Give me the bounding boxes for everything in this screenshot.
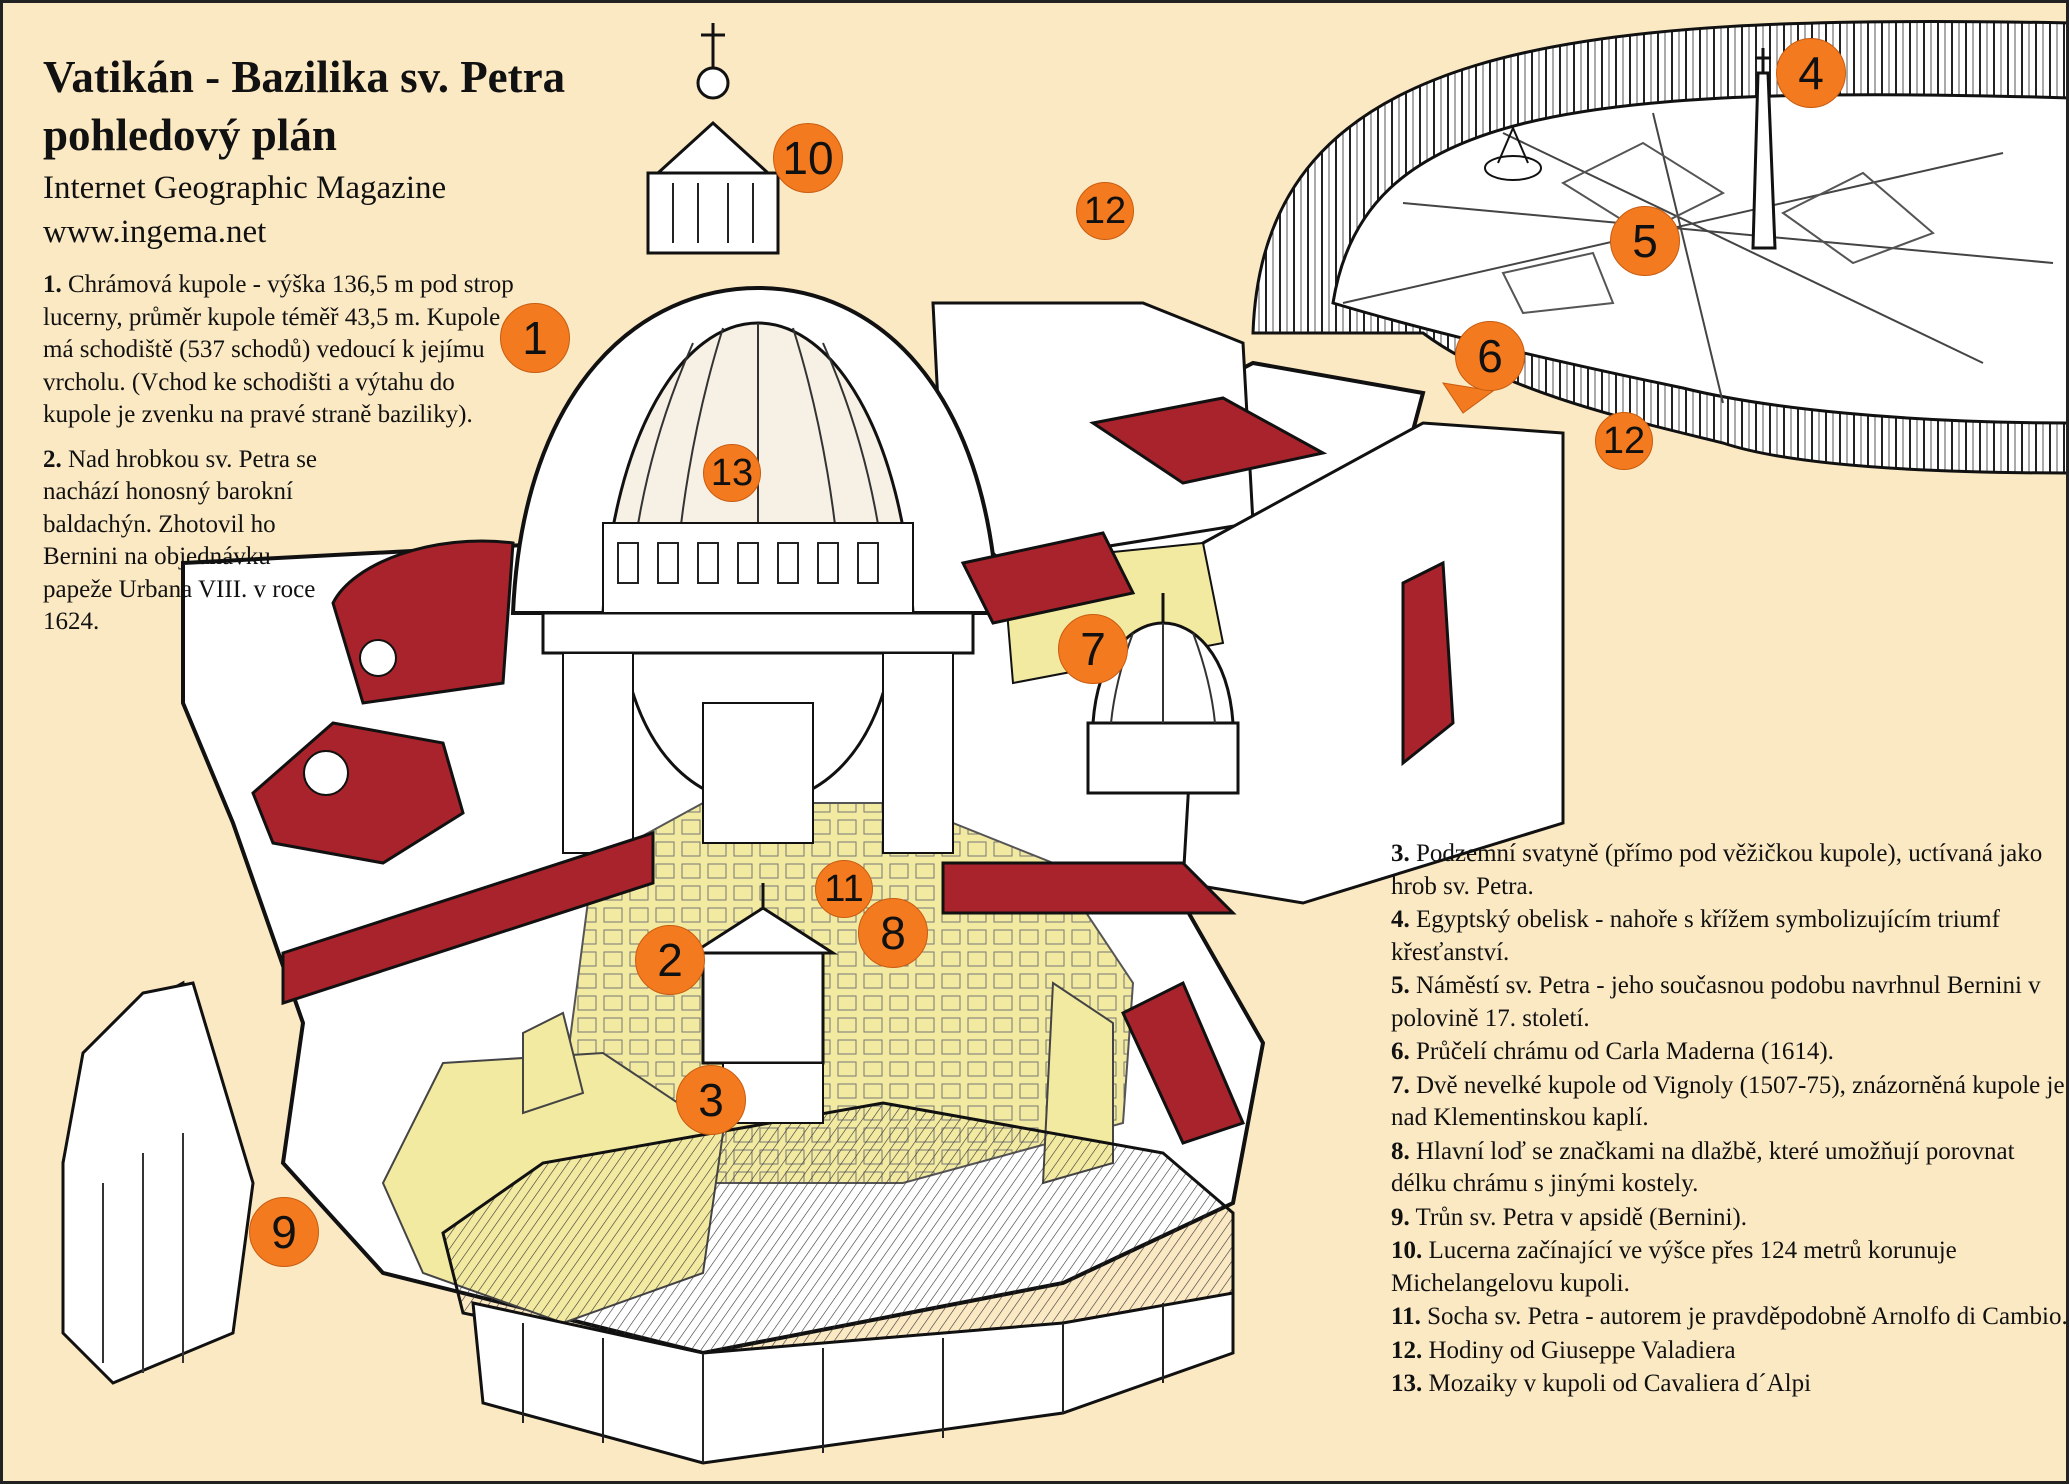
website-link[interactable]: www.ingema.net [43, 214, 267, 250]
legend-item: 10. Lucerna začínající ve výšce přes 124… [1391, 1237, 1957, 1297]
map-subtitle: pohledový plán [43, 110, 337, 160]
legend-item: 12. Hodiny od Giuseppe Valadiera [1391, 1336, 1736, 1364]
main-dome [510, 285, 1001, 854]
basilica-illustration [61, 19, 2066, 1465]
marker-8[interactable]: 8 [858, 898, 928, 968]
marker-9[interactable]: 9 [249, 1197, 319, 1267]
legend-left: 1. Chrámová kupole - výška 136,5 m pod s… [43, 269, 523, 639]
marker-12-clock[interactable]: 12 [1595, 412, 1653, 470]
small-rotunda [303, 639, 397, 796]
marker-1[interactable]: 1 [500, 303, 570, 373]
publisher-name: Internet Geographic Magazine [43, 170, 447, 206]
marker-7[interactable]: 7 [1058, 614, 1128, 684]
marker-13[interactable]: 13 [703, 444, 761, 502]
marker-2[interactable]: 2 [635, 925, 705, 995]
marker-11[interactable]: 11 [815, 860, 873, 918]
map-title: Vatikán - Bazilika sv. Petra [43, 52, 566, 102]
lantern [646, 23, 780, 255]
legend-item: 13. Mozaiky v kupoli od Cavaliera d´Alpi [1391, 1370, 1812, 1397]
legend-item: 11. Socha sv. Petra - autorem je pravděp… [1391, 1303, 2068, 1330]
legend-item: 8. Hlavní loď se značkami na dlažbě, kte… [1391, 1137, 2015, 1198]
legend-item: 2. Nad hrobkou sv. Petra se nachází hono… [43, 445, 318, 636]
marker-4[interactable]: 4 [1776, 38, 1846, 108]
baldachin [687, 883, 839, 1124]
legend-item: 3. Podzemní svatyně (přímo pod věžičkou … [1391, 840, 2043, 900]
marker-5[interactable]: 5 [1610, 206, 1680, 276]
legend-item: 4. Egyptský obelisk - nahoře s křížem sy… [1391, 906, 2000, 966]
marker-6[interactable]: 6 [1455, 321, 1525, 391]
marker-10[interactable]: 10 [773, 123, 843, 193]
apse-section [61, 981, 255, 1385]
marker-12-clock[interactable]: 12 [1076, 182, 1134, 240]
facade-arrow [1441, 382, 1495, 414]
obelisk [1751, 48, 1777, 250]
legend-item: 9. Trůn sv. Petra v apsidě (Bernini). [1391, 1203, 1747, 1231]
lower-building [441, 1101, 1235, 1465]
legend-item: 1. Chrámová kupole - výška 136,5 m pod s… [43, 271, 514, 428]
legend-item: 5. Náměstí sv. Petra - jeho současnou po… [1391, 972, 2041, 1032]
vignola-dome [1086, 593, 1240, 795]
fountain [1484, 125, 1542, 181]
legend-item: 6. Průčelí chrámu od Carla Maderna (1614… [1391, 1038, 1834, 1065]
legend-right: 3. Podzemní svatyně (přímo pod věžičkou … [1391, 838, 2068, 1402]
legend-item: 7. Dvě nevelké kupole od Vignoly (1507-7… [1391, 1071, 2065, 1132]
marker-3[interactable]: 3 [676, 1065, 746, 1135]
